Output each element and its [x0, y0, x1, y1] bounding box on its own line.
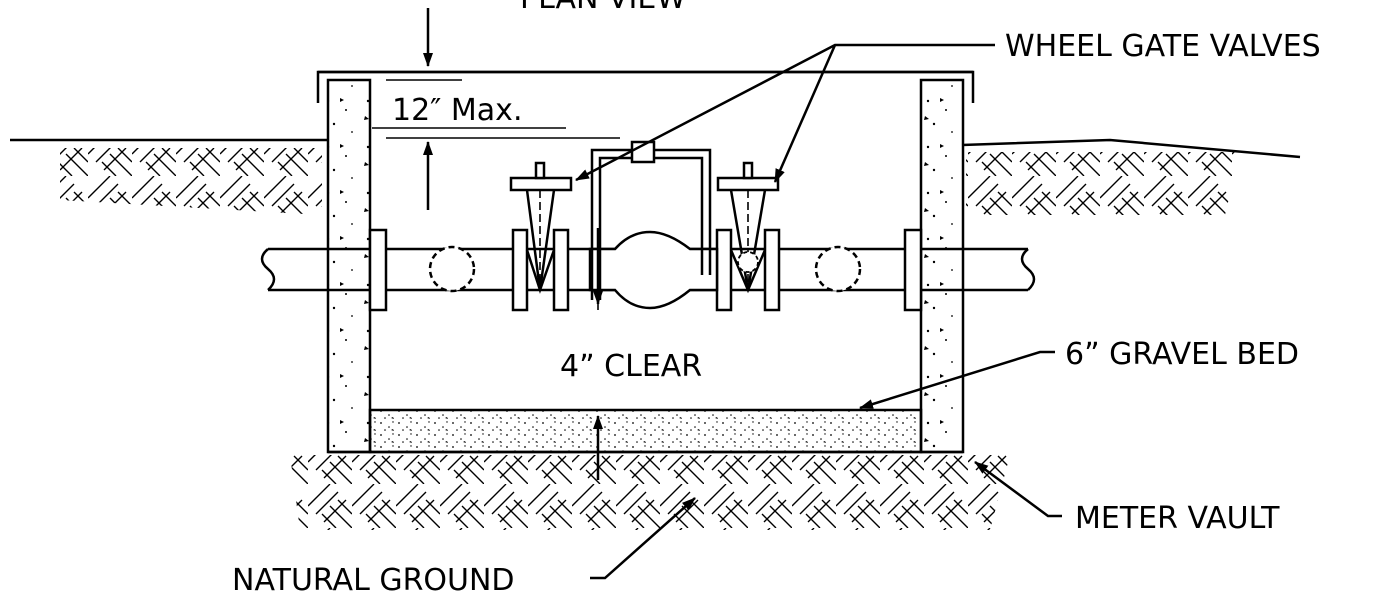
ground-surface [10, 138, 1301, 159]
max-dimension [372, 8, 620, 210]
label-natural-ground: NATURAL GROUND [232, 563, 515, 598]
label-max-clearance: 12″ Max. [392, 93, 522, 128]
gate-valve-right [715, 161, 781, 312]
earth-hatch [60, 148, 1240, 530]
top-label-fragment: PLAN VIEW [520, 0, 686, 16]
gravel-bed [368, 408, 923, 454]
wall-flanges [368, 228, 923, 312]
meter [588, 230, 719, 310]
leader-lines [575, 43, 1062, 580]
gate-valve-left [509, 161, 573, 312]
label-wheel-gate-valves: WHEEL GATE VALVES [1005, 29, 1321, 64]
label-clear: 4” CLEAR [560, 349, 702, 384]
vault-lid [316, 70, 975, 103]
label-gravel-bed: 6” GRAVEL BED [1065, 337, 1299, 372]
label-meter-vault: METER VAULT [1075, 501, 1280, 536]
couplings [428, 245, 862, 293]
